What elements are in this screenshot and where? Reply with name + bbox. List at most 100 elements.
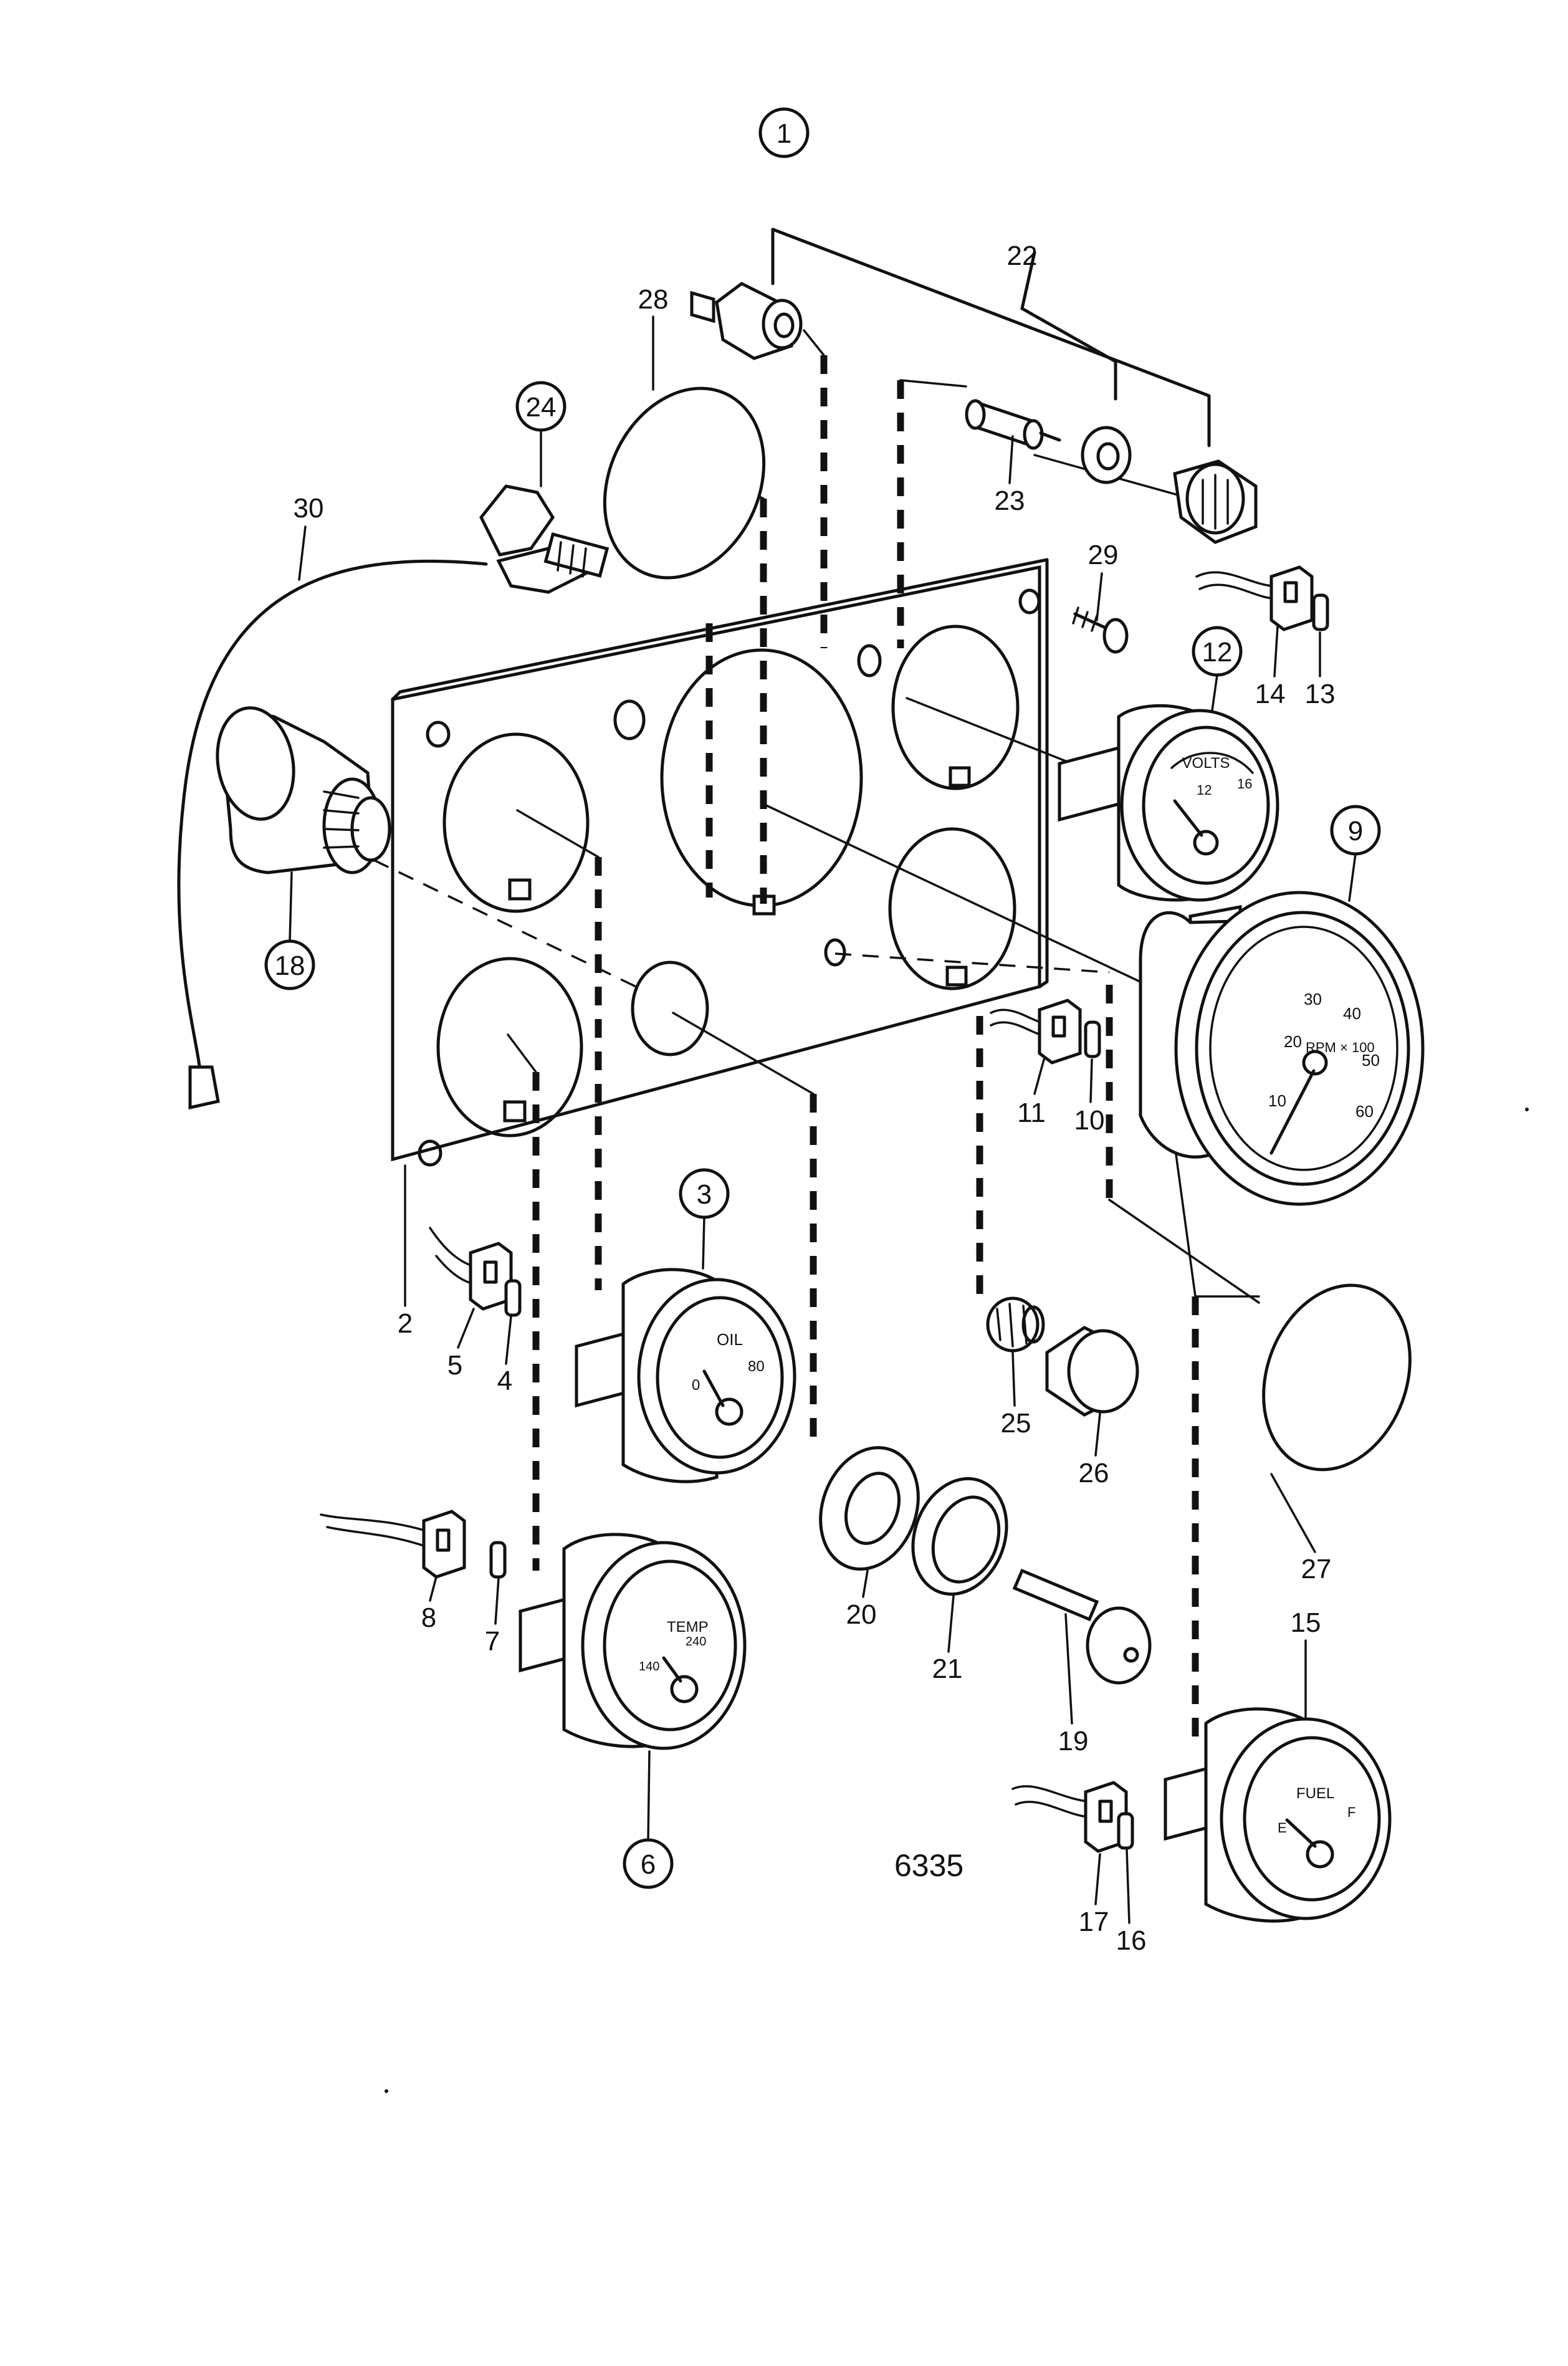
nut-21 (911, 1477, 1008, 1596)
ignition-key (1012, 1568, 1152, 1685)
connector-17 (1011, 1781, 1128, 1853)
callout-text: 2 (398, 1308, 413, 1339)
gauge-glass-28 (603, 386, 766, 580)
tach-label: RPM × 100 (1306, 1040, 1375, 1055)
callout-text: 11 (1017, 1098, 1046, 1128)
callout-17: 17 (1079, 1853, 1109, 1937)
callout-6: 6 (623, 1750, 674, 1889)
washer-fuse (1081, 426, 1132, 484)
callout-text: 19 (1058, 1726, 1089, 1756)
callout-text: 4 (497, 1366, 512, 1396)
voltmeter-label: VOLTS (1182, 755, 1230, 772)
callout-26: 26 (1079, 1412, 1109, 1488)
fuel-gauge-tick: E (1278, 1820, 1287, 1836)
callout-9: 9 (1330, 805, 1381, 902)
connector-8 (320, 1510, 466, 1579)
voltmeter-tick: 12 (1197, 782, 1212, 798)
fuel-gauge-label: FUEL (1296, 1785, 1334, 1802)
temp-gauge-label: TEMP (667, 1619, 709, 1636)
callout-12: 12 (1192, 626, 1243, 712)
bulb-16 (1117, 1812, 1134, 1850)
bulb-13 (1312, 593, 1329, 631)
callout-4: 4 (497, 1315, 512, 1396)
callout-text: 3 (697, 1179, 712, 1210)
callout-text: 5 (447, 1350, 462, 1381)
temp-gauge-tick: 140 (639, 1660, 659, 1674)
oil-gauge-tick: 80 (748, 1358, 765, 1375)
callout-text: 24 (526, 392, 557, 423)
ground-wire (177, 559, 488, 1110)
callout-24: 24 (515, 381, 566, 487)
fuse (965, 399, 1061, 450)
callout-text: 9 (1348, 816, 1363, 846)
scan-speck (1525, 1108, 1529, 1111)
callout-text: 16 (1116, 1925, 1147, 1956)
callout-text: 18 (275, 951, 305, 981)
callout-27: 27 (1270, 1473, 1332, 1584)
callout-text: 29 (1088, 540, 1119, 570)
gauge-glass-27 (1262, 1283, 1412, 1472)
tach-tick: 30 (1304, 990, 1322, 1008)
fuel-gauge-tick: F (1347, 1804, 1355, 1820)
callout-text: 21 (932, 1654, 963, 1684)
temperature-gauge: TEMP 140 240 (519, 1533, 747, 1750)
callout-5: 5 (447, 1308, 475, 1381)
callout-text: 6 (641, 1849, 656, 1880)
tach-tick: 20 (1284, 1032, 1302, 1051)
screw (1072, 606, 1129, 654)
tach-tick: 50 (1362, 1051, 1380, 1070)
connector-14 (1195, 565, 1314, 631)
callout-text: 28 (638, 284, 669, 315)
callout-text: 30 (294, 493, 324, 524)
fuse-holder-assembly (690, 228, 1211, 448)
callout-text: 23 (995, 486, 1025, 516)
callout-19: 19 (1058, 1613, 1089, 1756)
callout-text: 1 (777, 118, 791, 149)
callout-text: 12 (1202, 637, 1233, 668)
ignition-switch (216, 706, 391, 874)
callout-21: 21 (932, 1594, 963, 1684)
callout-text: 26 (1079, 1458, 1109, 1488)
oil-gauge-label: OIL (717, 1330, 743, 1349)
seal-ring-20 (819, 1446, 920, 1571)
callout-18: 18 (264, 871, 315, 990)
callout-13: 13 (1305, 631, 1335, 709)
temp-gauge-tick: 240 (686, 1635, 706, 1649)
callout-text: 25 (1001, 1408, 1031, 1439)
callout-text: 22 (1007, 241, 1038, 271)
callout-23: 23 (995, 435, 1025, 516)
callout-text: 10 (1074, 1105, 1105, 1136)
fuel-gauge: FUEL E F (1164, 1707, 1392, 1923)
callout-28: 28 (638, 284, 669, 391)
callout-14: 14 (1255, 625, 1286, 709)
callout-20: 20 (846, 1569, 877, 1630)
callout-text: 15 (1291, 1607, 1321, 1638)
callout-29: 29 (1088, 540, 1119, 621)
fuse-cap (1173, 459, 1258, 544)
rheostat-switch (479, 484, 610, 594)
callout-10: 10 (1074, 1058, 1105, 1136)
tach-tick: 10 (1268, 1091, 1286, 1110)
callout-text: 7 (485, 1626, 500, 1657)
connector-5 (429, 1227, 513, 1311)
callout-text: 20 (846, 1599, 877, 1630)
callout-30: 30 (294, 493, 324, 581)
cap-26 (1045, 1326, 1139, 1417)
callout-15: 15 (1291, 1607, 1321, 1718)
connector-11 (990, 999, 1082, 1065)
bulb-4 (504, 1279, 522, 1317)
callout-7: 7 (485, 1577, 500, 1657)
voltmeter-gauge: VOLTS 12 16 (1058, 704, 1279, 902)
callout-16: 16 (1116, 1849, 1147, 1956)
oil-gauge-tick: 0 (692, 1377, 700, 1394)
voltmeter-tick: 16 (1237, 776, 1252, 792)
scan-speck (385, 2089, 388, 2093)
callout-text: 27 (1301, 1554, 1332, 1584)
callout-3: 3 (679, 1168, 730, 1270)
tach-tick: 40 (1343, 1004, 1361, 1023)
bulb-7 (489, 1541, 507, 1579)
callout-2: 2 (398, 1164, 413, 1339)
callout-text: 14 (1255, 679, 1286, 709)
tach-tick: 60 (1355, 1102, 1374, 1121)
